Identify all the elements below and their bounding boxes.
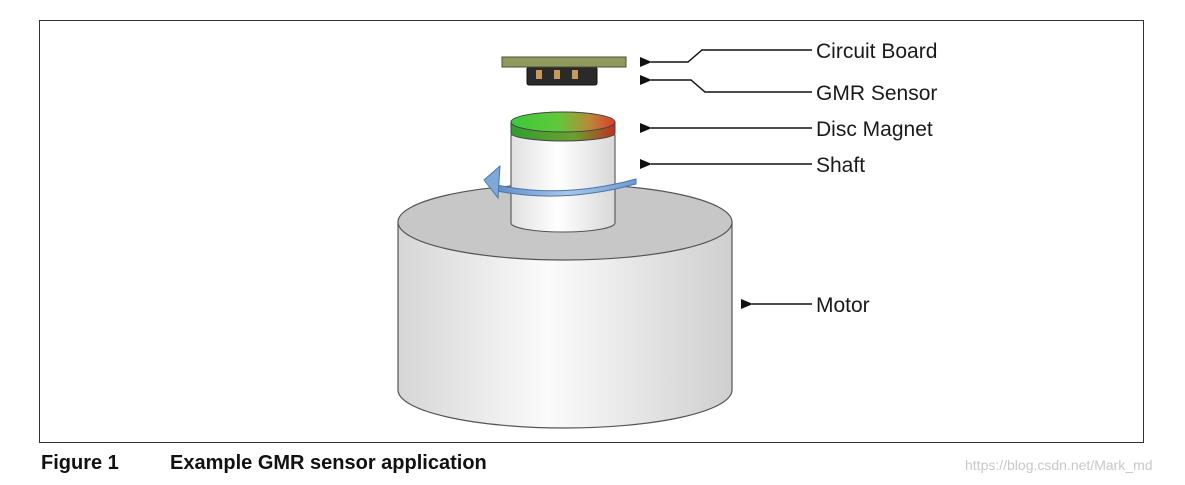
circuit-board: [501, 56, 627, 68]
leader-lines: [640, 49, 812, 309]
shaft-label: Shaft: [816, 154, 866, 177]
watermark: https://blog.csdn.net/Mark_md: [965, 457, 1153, 473]
disc-magnet: [510, 111, 616, 142]
shaft: [510, 134, 616, 233]
gmr-sensor-label: GMR Sensor: [816, 82, 938, 105]
gmr-sensor-leader: [640, 75, 812, 93]
disc-magnet-label: Disc Magnet: [816, 118, 933, 141]
circuit-board-leader: [640, 49, 812, 67]
figure-number: Figure 1: [41, 452, 119, 474]
motor-label: Motor: [816, 294, 870, 317]
rotation-arrow-icon: [483, 164, 637, 200]
figure-caption: Example GMR sensor application: [170, 452, 487, 474]
circuit-board-label: Circuit Board: [816, 40, 938, 63]
gmr-sensor: [526, 66, 598, 86]
